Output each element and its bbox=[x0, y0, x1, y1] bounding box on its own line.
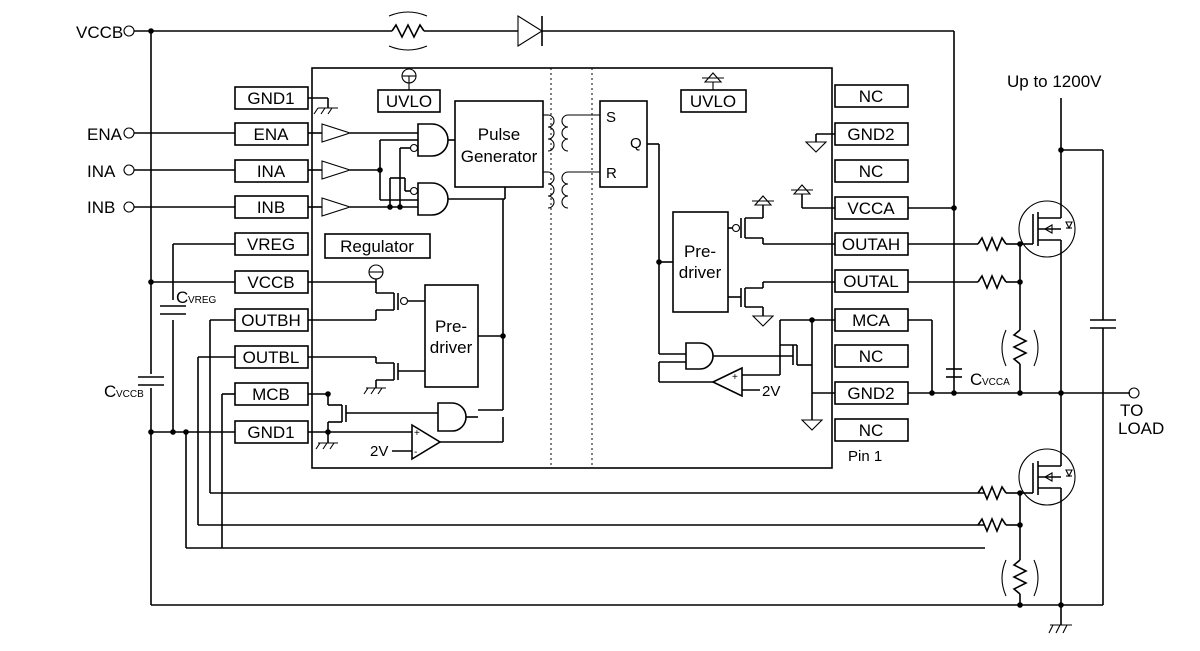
pin-nc-3: NC bbox=[859, 347, 884, 366]
cvcca-c: C bbox=[970, 370, 982, 389]
terminal-label: INA bbox=[87, 162, 116, 181]
terminal-label: INB bbox=[87, 198, 115, 217]
terminal-label: ENA bbox=[87, 125, 123, 144]
pin-outbl: OUTBL bbox=[243, 348, 300, 367]
ref-voltage-left: 2V bbox=[370, 443, 388, 460]
pin-outal: OUTAL bbox=[843, 272, 898, 291]
left-output-stage: + - 2V bbox=[308, 199, 506, 461]
terminal-ina: INA bbox=[87, 162, 135, 181]
cvcca-sub: VCCA bbox=[982, 377, 1010, 388]
and-gate-bottom bbox=[417, 182, 449, 216]
uvlo-left-block: UVLO bbox=[377, 68, 441, 113]
predriver-right-line2: driver bbox=[679, 263, 722, 282]
pin-ena: ENA bbox=[254, 125, 290, 144]
predriver-left-line1: Pre- bbox=[435, 317, 467, 336]
input-logic bbox=[308, 123, 673, 354]
cvccb-sub: VCCB bbox=[116, 389, 144, 400]
left-pins: GND1 ENA INA INB VREG VCCB OUTBH OUTBL M… bbox=[234, 86, 309, 444]
svg-text:+: + bbox=[732, 372, 738, 383]
pulse-generator-line2: Generator bbox=[461, 147, 538, 166]
high-side-mosfet bbox=[1018, 200, 1076, 258]
pin-vcca: VCCA bbox=[847, 199, 895, 218]
svg-text:-: - bbox=[732, 387, 735, 398]
output-terminal: TO LOAD bbox=[1118, 387, 1164, 438]
pulse-generator-block: Pulse Generator bbox=[454, 100, 544, 188]
pin-mcb: MCB bbox=[252, 385, 290, 404]
pulse-generator-line1: Pulse bbox=[478, 125, 521, 144]
output-label-line1: TO bbox=[1120, 401, 1143, 420]
regulator-label: Regulator bbox=[340, 237, 414, 256]
pin1-label: Pin 1 bbox=[848, 448, 882, 465]
ref-voltage-right: 2V bbox=[762, 383, 780, 400]
pin-outbh: OUTBH bbox=[241, 311, 301, 330]
terminal-ena: ENA bbox=[87, 125, 135, 144]
uvlo-right-block: UVLO bbox=[680, 72, 747, 113]
right-output-stage: + - 2V bbox=[658, 133, 835, 431]
uvlo-left-label: UVLO bbox=[386, 92, 432, 111]
cvreg-sub: VREG bbox=[188, 295, 217, 306]
supply-voltage-label: Up to 1200V bbox=[1007, 72, 1102, 91]
pin-inb: INB bbox=[257, 198, 285, 217]
bootstrap-diode bbox=[517, 15, 544, 47]
predriver-right-line1: Pre- bbox=[684, 242, 716, 261]
cvccb-c: C bbox=[104, 382, 116, 401]
regulator-block: Regulator bbox=[324, 233, 431, 259]
uvlo-right-label: UVLO bbox=[690, 92, 736, 111]
pin-gnd1-top: GND1 bbox=[247, 89, 294, 108]
terminal-inb: INB bbox=[87, 198, 135, 217]
pin-nc-2: NC bbox=[859, 162, 884, 181]
cvreg-c: C bbox=[176, 288, 188, 307]
pin-outah: OUTAH bbox=[842, 235, 900, 254]
svg-text:+: + bbox=[414, 428, 420, 439]
predriver-right-block: Pre- driver bbox=[672, 211, 729, 313]
right-pins: NC GND2 NC VCCA OUTAH OUTAL MCA NC GND2 … bbox=[834, 84, 909, 465]
pin-mca: MCA bbox=[852, 311, 890, 330]
pin-gnd2-bottom: GND2 bbox=[847, 384, 894, 403]
and-gate-top bbox=[417, 123, 449, 157]
isolation-transformer bbox=[543, 114, 600, 209]
predriver-left-block: Pre- driver bbox=[424, 284, 479, 388]
sr-latch-block: S R Q bbox=[599, 100, 648, 188]
predriver-left-line2: driver bbox=[430, 338, 473, 357]
pin-gnd1-bottom: GND1 bbox=[247, 423, 294, 442]
pin-ina: INA bbox=[257, 162, 286, 181]
output-label-line2: LOAD bbox=[1118, 419, 1164, 438]
latch-r-label: R bbox=[606, 165, 617, 182]
ic-body bbox=[311, 67, 833, 469]
latch-q-label: Q bbox=[630, 135, 642, 152]
svg-text:-: - bbox=[414, 447, 417, 458]
low-side-mosfet bbox=[1018, 258, 1076, 605]
pin-nc-1: NC bbox=[859, 87, 884, 106]
pin-gnd2-top: GND2 bbox=[847, 125, 894, 144]
latch-s-label: S bbox=[606, 109, 616, 126]
terminal-label: VCCB bbox=[76, 23, 123, 42]
pin-nc-4: NC bbox=[859, 421, 884, 440]
ground-gnd1-top bbox=[308, 97, 338, 115]
pin-vccb: VCCB bbox=[247, 273, 294, 292]
terminal-vccb: VCCB bbox=[76, 23, 135, 42]
pin-vreg: VREG bbox=[247, 235, 295, 254]
external-wiring: C VREG C VCCB C VCCA bbox=[104, 11, 1130, 634]
